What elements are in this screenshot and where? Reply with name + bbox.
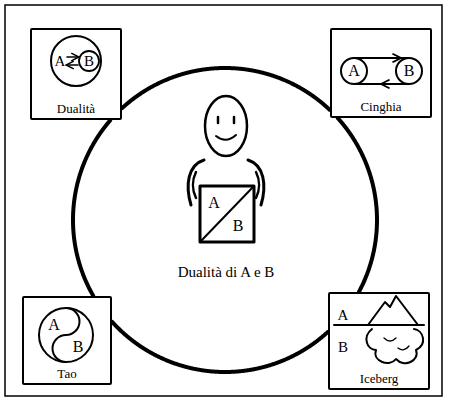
letter-label: A [48, 317, 60, 333]
letter-label: B [233, 218, 244, 234]
box-caption: Iceberg [360, 371, 399, 386]
concept-box: Tao [22, 296, 112, 385]
concept-box: Dualità [30, 28, 122, 120]
belt-icon [341, 58, 422, 84]
outer-circle [51, 36, 101, 86]
iceberg-icon [334, 296, 424, 363]
caption-group: Dualità [57, 101, 95, 116]
duality-icon [51, 36, 101, 86]
arrow-left [67, 64, 78, 66]
ring-arc [338, 118, 377, 292]
letter-label: B [338, 340, 348, 355]
letter-label: A [55, 54, 66, 69]
tao-circle [39, 308, 93, 362]
eyes [218, 117, 234, 123]
letter-label: A [208, 195, 220, 211]
right-arm [248, 160, 264, 205]
smile [216, 135, 236, 140]
belt-bottom-arrow [382, 83, 392, 85]
b-circle [79, 51, 99, 71]
belt-top [354, 57, 409, 59]
waterline [334, 324, 424, 326]
letter-label: A [348, 63, 360, 79]
tao-icon [39, 308, 93, 362]
right-arm-inner [256, 172, 259, 198]
center-caption: Dualità di A e B [178, 265, 275, 280]
a-pulley [341, 58, 367, 84]
left-arm [188, 160, 204, 205]
caption-group: Iceberg [360, 371, 399, 386]
person-figure [188, 96, 264, 242]
left-arm-inner [193, 172, 196, 198]
box-caption: Dualità [57, 101, 95, 116]
belt-bottom [356, 83, 409, 85]
ring-arc [122, 68, 329, 110]
iceberg-shading [384, 338, 409, 350]
letter-label: B [84, 54, 94, 69]
box-caption: Cinghia [360, 99, 401, 114]
b-pulley [396, 58, 422, 84]
square-diagonal [200, 186, 254, 242]
concept-box: Cinghia [330, 28, 432, 118]
caption-group: Cinghia [360, 99, 401, 114]
caption-group: Tao [57, 366, 76, 381]
letter-label: B [73, 339, 84, 355]
letter-label: B [404, 63, 415, 79]
iceberg-tip [368, 296, 418, 325]
iceberg-base [366, 329, 423, 363]
ring-arc [112, 322, 327, 372]
box-caption: Tao [57, 366, 76, 381]
belt-top-arrow [390, 57, 400, 59]
frame [5, 5, 442, 396]
held-square [200, 186, 254, 242]
arrow-right [67, 56, 78, 58]
letter-label: A [338, 308, 349, 323]
ring-arc [73, 120, 110, 296]
head [205, 96, 247, 156]
